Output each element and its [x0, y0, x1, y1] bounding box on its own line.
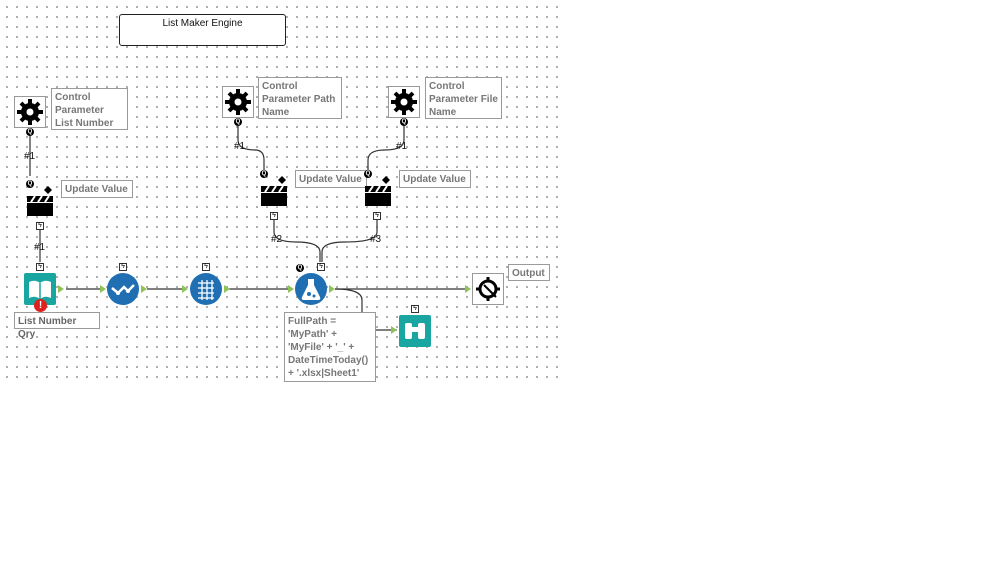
question-anchor[interactable]: Q	[26, 128, 34, 136]
checkmark-flow-icon	[107, 273, 139, 305]
macro-output-tool[interactable]	[472, 273, 504, 305]
gear-arrows-icon	[472, 273, 504, 305]
annotation-control-file: Control Parameter File Name	[425, 77, 502, 119]
action-tool-2[interactable]	[260, 176, 292, 208]
annotation-output: Output	[508, 264, 550, 281]
input-anchor[interactable]	[182, 285, 188, 293]
input-anchor[interactable]	[465, 285, 471, 293]
annotation-update-value: Update Value	[61, 180, 133, 198]
annotation-formula: FullPath = 'MyPath' + 'MyFile' + '_' + D…	[284, 312, 376, 382]
input-anchor[interactable]	[288, 285, 294, 293]
connection-label: #1	[34, 242, 46, 253]
clapperboard-icon	[261, 176, 287, 206]
flask-icon	[295, 273, 327, 305]
connection-label: #1	[24, 151, 36, 162]
gear-icon	[14, 96, 46, 128]
clapperboard-icon	[27, 186, 53, 216]
input-anchor[interactable]	[100, 285, 106, 293]
clapperboard-icon	[365, 176, 391, 206]
connection-label: #2	[271, 234, 283, 245]
select-tool[interactable]	[107, 273, 139, 305]
control-parameter-path-tool[interactable]	[222, 86, 254, 118]
lightning-anchor[interactable]: ϟ	[373, 212, 381, 220]
action-tool-1[interactable]	[26, 186, 58, 218]
connection-label: #1	[396, 141, 408, 152]
lightning-anchor[interactable]: ϟ	[411, 305, 419, 313]
question-input-anchor[interactable]: Q	[26, 180, 34, 188]
control-parameter-list-tool[interactable]	[14, 96, 46, 128]
annotation-control-list: Control Parameter List Number	[51, 88, 128, 130]
annotation-input: List Number Qry	[14, 312, 100, 340]
question-anchor[interactable]: Q	[234, 118, 242, 126]
title-text: List Maker Engine	[162, 18, 243, 29]
gear-icon	[388, 86, 420, 118]
error-icon: !	[34, 299, 47, 312]
grid-icon	[190, 273, 222, 305]
lightning-anchor[interactable]: ϟ	[202, 263, 210, 271]
question-anchor[interactable]: Q	[296, 264, 304, 272]
question-input-anchor[interactable]: Q	[260, 170, 268, 178]
formula-tool[interactable]	[295, 273, 327, 305]
question-input-anchor[interactable]: Q	[364, 170, 372, 178]
input-tool[interactable]	[24, 273, 56, 305]
output-anchor[interactable]	[329, 285, 335, 293]
lightning-anchor[interactable]: ϟ	[270, 212, 278, 220]
lightning-anchor[interactable]: ϟ	[119, 263, 127, 271]
output-anchor[interactable]	[224, 285, 230, 293]
lightning-anchor[interactable]: ϟ	[317, 263, 325, 271]
crosstab-tool[interactable]	[190, 273, 222, 305]
book-icon	[24, 273, 56, 305]
lightning-anchor[interactable]: ϟ	[36, 222, 44, 230]
annotation-control-path: Control Parameter Path Name	[258, 77, 342, 119]
action-tool-3[interactable]	[364, 176, 396, 208]
question-anchor[interactable]: Q	[400, 118, 408, 126]
browse-tool[interactable]	[399, 315, 431, 347]
output-anchor[interactable]	[141, 285, 147, 293]
gear-icon	[222, 86, 254, 118]
binoculars-icon	[399, 315, 431, 347]
input-anchor[interactable]	[391, 326, 397, 334]
connection-label: #1	[234, 141, 246, 152]
connection-label: #3	[370, 234, 382, 245]
annotation-update-value: Update Value	[295, 170, 367, 188]
output-anchor[interactable]	[58, 285, 64, 293]
control-parameter-file-tool[interactable]	[388, 86, 420, 118]
title-box[interactable]: List Maker Engine	[119, 14, 286, 46]
annotation-update-value: Update Value	[399, 170, 471, 188]
lightning-anchor[interactable]: ϟ	[36, 263, 44, 271]
workflow-canvas[interactable]: List Maker Engine Q Control Parameter Li…	[0, 0, 558, 382]
